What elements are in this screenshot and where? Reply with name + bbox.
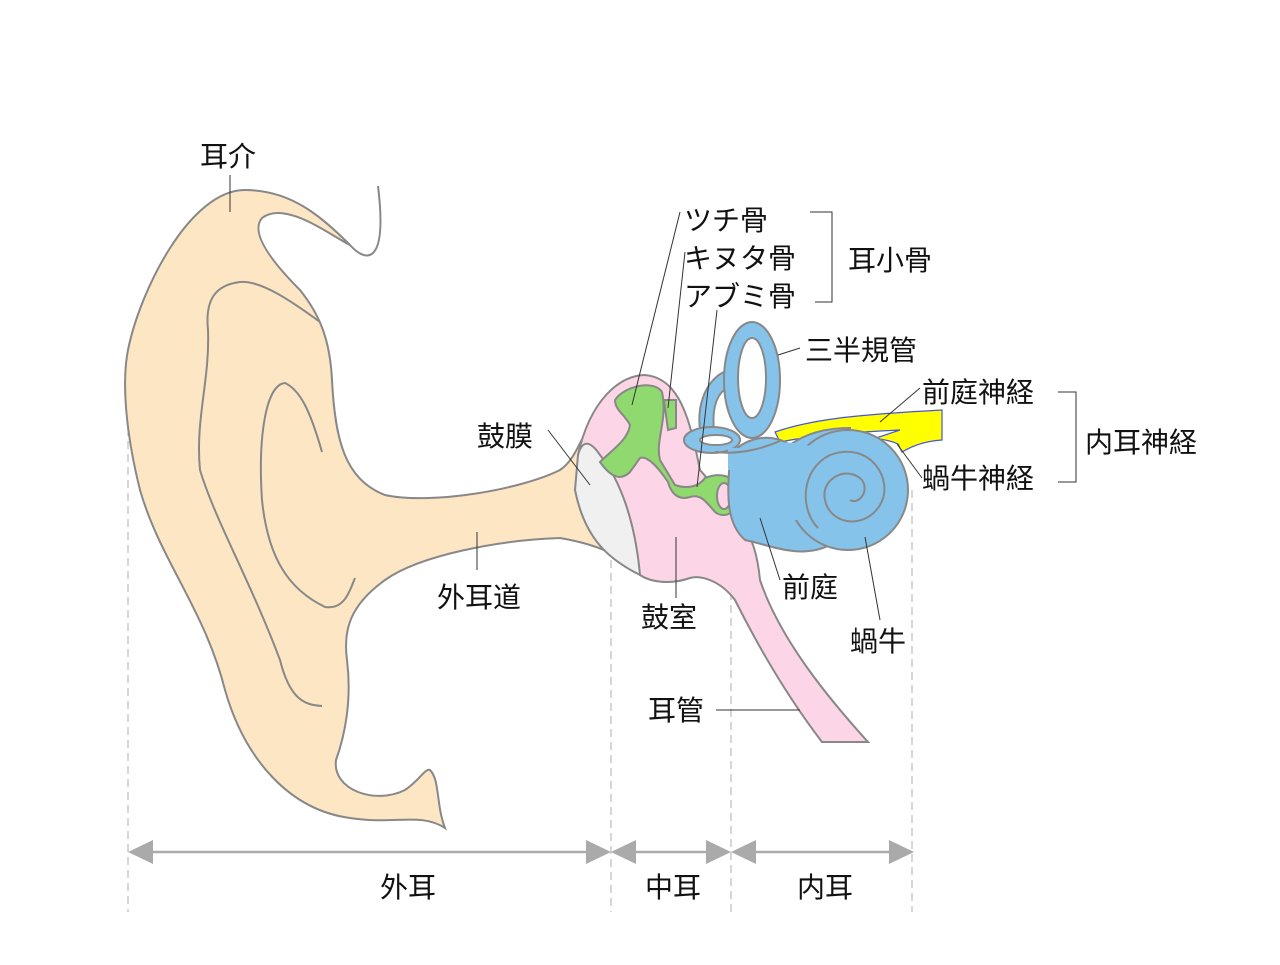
- label-vestibular-nerve: 前庭神経: [922, 376, 1034, 409]
- label-cochlear-nerve: 蝸牛神経: [922, 462, 1034, 495]
- leader-lines: [229, 175, 1077, 711]
- label-cochlea: 蝸牛: [850, 625, 906, 658]
- label-eustachian-tube: 耳管: [648, 694, 704, 727]
- inner-ear-shape: [683, 321, 909, 553]
- label-malleus: ツチ骨: [684, 204, 768, 237]
- label-eardrum: 鼓膜: [477, 420, 533, 453]
- label-stapes: アブミ骨: [684, 280, 796, 313]
- label-tympanic-cavity: 鼓室: [641, 601, 697, 634]
- region-label-inner-ear: 内耳: [797, 871, 853, 904]
- label-ossicles: 耳小骨: [848, 244, 932, 277]
- eardrum-shape: [573, 442, 642, 577]
- label-vestibulocochlear-nerve: 内耳神経: [1085, 426, 1197, 459]
- label-vestibule: 前庭: [782, 571, 838, 604]
- label-semicircular-canals: 三半規管: [805, 334, 917, 367]
- region-label-middle-ear: 中耳: [645, 871, 701, 904]
- region-arrows: [128, 840, 914, 864]
- region-label-outer-ear: 外耳: [380, 871, 436, 904]
- label-incus: キヌタ骨: [684, 242, 796, 275]
- label-auricle: 耳介: [200, 140, 256, 173]
- outer-ear-shape: [124, 185, 641, 831]
- ossicles-shape: [598, 384, 740, 517]
- label-ear-canal: 外耳道: [437, 581, 521, 614]
- middle-ear-shape: [573, 373, 871, 743]
- region-guides: [127, 350, 913, 912]
